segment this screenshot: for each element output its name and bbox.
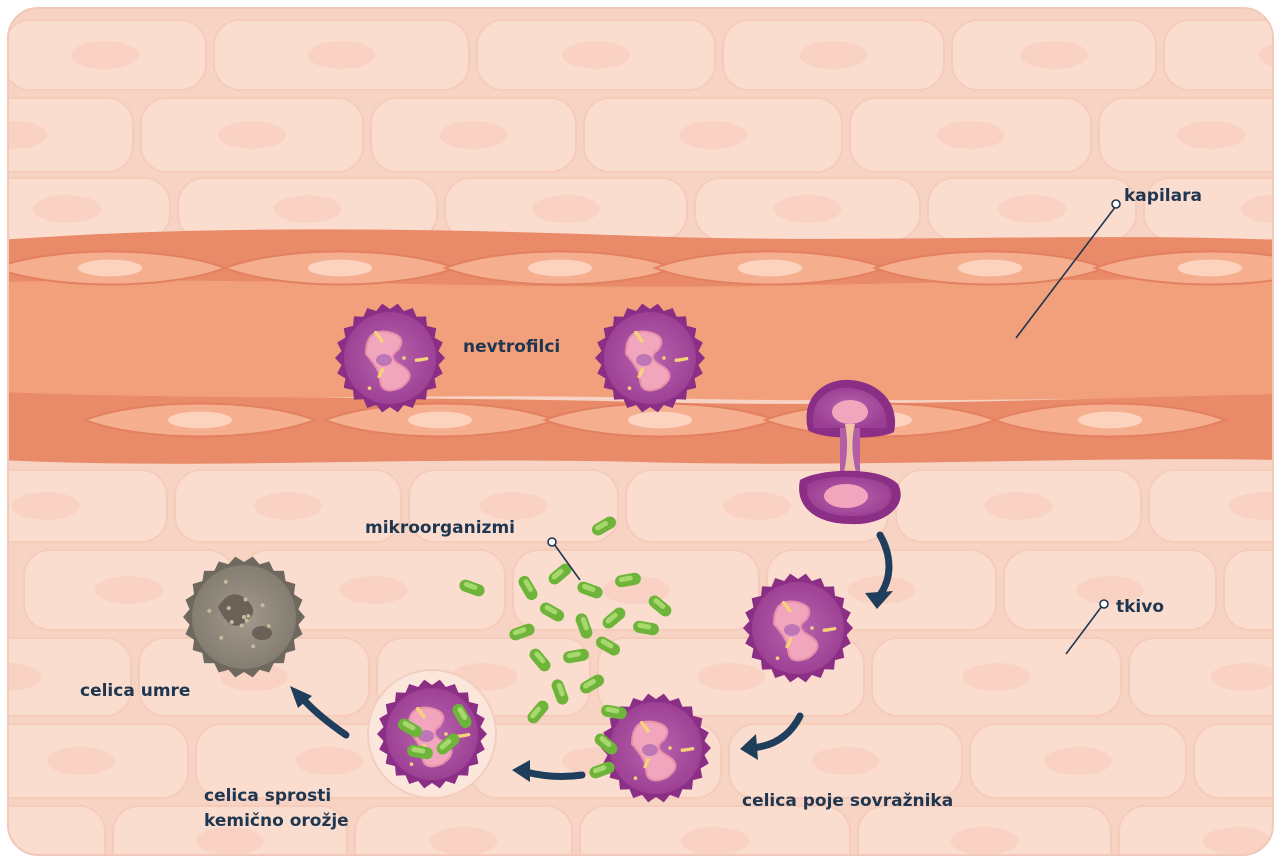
tissue-cell (214, 20, 469, 90)
tissue-cell (445, 178, 687, 240)
tissue-cell (723, 20, 944, 90)
tissue-cell (1164, 20, 1281, 90)
tissue-cell (141, 98, 363, 172)
tissue-cell (0, 470, 167, 542)
tissue-cell (1149, 470, 1281, 542)
tissue-cell (1099, 98, 1281, 172)
label-cell-dies: celica umre (80, 681, 190, 701)
tissue-cell (0, 178, 170, 240)
label-tissue: tkivo (1116, 597, 1164, 617)
tissue-cell (850, 98, 1091, 172)
tissue-cell (695, 178, 920, 240)
tissue-cell (970, 724, 1186, 798)
label-capillary: kapilara (1124, 186, 1202, 206)
capillary-pointer-dot (1112, 200, 1120, 208)
tissue-cell (584, 98, 842, 172)
tissue-cell (872, 638, 1121, 716)
tissue-cell (1194, 724, 1281, 798)
label-cell-releases-line1: celica sprosti (204, 786, 331, 806)
tissue-cell (1004, 550, 1216, 630)
label-cell-eats-enemy: celica poje sovražnika (742, 791, 953, 811)
tissue-cell (896, 470, 1141, 542)
tissue-pointer-dot (1100, 600, 1108, 608)
tissue-cell (928, 178, 1136, 240)
tissue-cell (0, 98, 133, 172)
tissue-cell (477, 20, 715, 90)
tissue-cell (0, 638, 131, 716)
label-microorganisms: mikroorganizmi (365, 518, 515, 538)
tissue-cell (1129, 638, 1281, 716)
label-cell-releases-line2: kemično orožje (204, 811, 349, 831)
microorganisms-pointer-dot (548, 538, 556, 546)
neutrophil-releasing (368, 670, 496, 798)
tissue-cell (0, 724, 188, 798)
label-neutrophils: nevtrofilci (463, 337, 560, 357)
tissue-cell (4, 20, 206, 90)
tissue-cell (371, 98, 576, 172)
tissue-cell (729, 724, 962, 798)
tissue-cell (513, 550, 759, 630)
tissue-cell (952, 20, 1156, 90)
